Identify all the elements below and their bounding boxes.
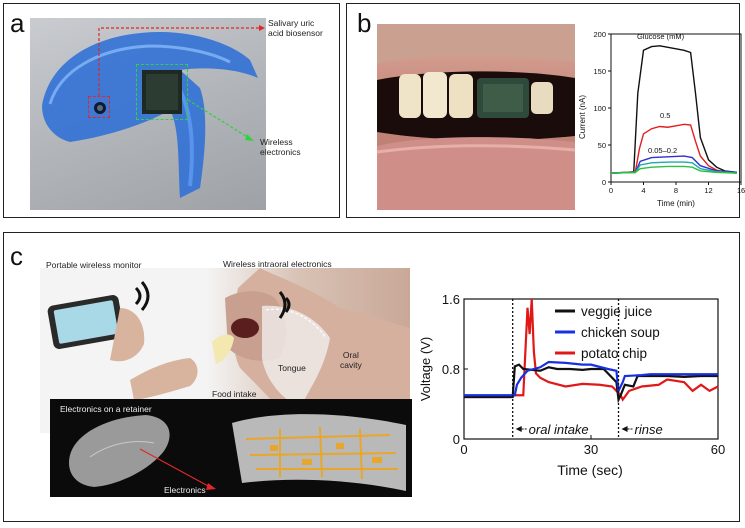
electronics-highlight-box xyxy=(136,64,188,120)
panel-a: a Salivary uric acid biosensor Wireless … xyxy=(3,3,340,218)
panel-b-label: b xyxy=(357,8,372,38)
voltage-ylabel: Voltage (V) xyxy=(418,337,433,401)
mouthguard-illustration xyxy=(42,32,258,198)
panel-b: b 0 4 8 12 16 0 50 100 150 200 Glucose (mM) 0.5 0… xyxy=(346,3,745,218)
voltage-xlabel: Time (sec) xyxy=(557,462,623,478)
biosensor-annotation: Salivary uric acid biosensor xyxy=(268,18,323,38)
oral-cavity-annotation: Oral cavity xyxy=(340,350,362,370)
glucose-plot-frame xyxy=(610,33,742,183)
glucose-low-annotation: 0.05–0.2 xyxy=(648,146,677,155)
voltage-series-line-chicken-soup xyxy=(464,360,718,397)
teeth-photo xyxy=(376,24,576,210)
voltage-xtick-label: 30 xyxy=(584,442,598,457)
intraoral-annotation: Wireless intraoral electronics xyxy=(223,259,332,269)
voltage-chart-events: oral intake rinse xyxy=(512,299,663,439)
glucose-ytick-label: 200 xyxy=(593,30,606,39)
biosensor-highlight-box xyxy=(88,96,110,118)
event-arrow xyxy=(515,426,522,432)
teeth-illustration xyxy=(376,24,576,210)
retainer-annotation: Electronics on a retainer xyxy=(60,404,152,414)
food-intake-annotation: Food intake xyxy=(212,389,257,399)
glucose-xlabel: Time (min) xyxy=(657,199,695,208)
tongue-annotation: Tongue xyxy=(278,363,306,373)
glucose-ytick-label: 150 xyxy=(593,67,606,76)
panel-c: c Portable wireless monitor Wireless int… xyxy=(3,232,740,522)
voltage-chart-series xyxy=(464,298,719,404)
voltage-xtick-label: 0 xyxy=(460,442,467,457)
glucose-xtick-label: 4 xyxy=(641,186,645,195)
glucose-ytick-label: 0 xyxy=(602,178,606,187)
electronics-annotation: Electronics xyxy=(164,485,206,495)
retainer-illustration xyxy=(69,414,406,491)
monitor-annotation: Portable wireless monitor xyxy=(46,260,142,270)
glucose-ytick-label: 100 xyxy=(593,104,606,113)
event-label: oral intake xyxy=(529,422,589,437)
glucose-series-line-0 xyxy=(610,45,738,174)
voltage-ytick-label: 1.6 xyxy=(442,292,460,307)
glucose-xtick-label: 0 xyxy=(609,186,613,195)
voltage-series-line-veggie-juice xyxy=(464,363,718,404)
event-label: rinse xyxy=(635,422,663,437)
panel-a-callout-lines xyxy=(98,25,265,141)
voltage-chart-legend: veggie juice chicken soup potato chip xyxy=(555,304,660,361)
glucose-xtick-label: 12 xyxy=(704,186,712,195)
glucose-xtick-label: 8 xyxy=(674,186,678,195)
glucose-series-line-4 xyxy=(610,165,737,174)
glucose-series-line-2 xyxy=(610,155,737,174)
glucose-series-line-1 xyxy=(610,123,737,174)
panel-c-label: c xyxy=(10,241,23,271)
glucose-chart-axes: 0 4 8 12 16 0 50 100 150 200 xyxy=(593,30,745,195)
glucose-0.5-annotation: 0.5 xyxy=(660,111,670,120)
voltage-chart-axes: 0 30 60 0 0.8 1.6 xyxy=(442,292,725,457)
voltage-ytick-label: 0.8 xyxy=(442,362,460,377)
voltage-chart: 0 30 60 0 0.8 1.6 oral intake rinse veggie jui… xyxy=(418,292,725,478)
legend-label: veggie juice xyxy=(581,304,652,319)
glucose-annotation: Glucose (mM) xyxy=(637,32,685,41)
panel-a-label: a xyxy=(10,8,25,38)
legend-label: potato chip xyxy=(581,346,647,361)
glucose-ylabel: Current (nA) xyxy=(578,95,587,139)
glucose-chart-series xyxy=(610,45,738,174)
glucose-current-chart: 0 4 8 12 16 0 50 100 150 200 Glucose (mM) 0.5 0.0… xyxy=(578,30,745,208)
retainer-photo xyxy=(50,399,412,497)
event-arrow xyxy=(621,426,628,432)
wireless-electronics-annotation: Wireless electronics xyxy=(260,137,301,157)
glucose-ytick-label: 50 xyxy=(598,141,606,150)
legend-label: chicken soup xyxy=(581,325,660,340)
voltage-xtick-label: 60 xyxy=(711,442,725,457)
user-illustration xyxy=(47,268,410,433)
glucose-series-line-3 xyxy=(610,161,737,174)
voltage-ytick-label: 0 xyxy=(453,432,460,447)
mouthguard-photo xyxy=(30,18,266,210)
voltage-series-line-potato-chip xyxy=(464,298,719,402)
glucose-xtick-label: 16 xyxy=(737,186,745,195)
